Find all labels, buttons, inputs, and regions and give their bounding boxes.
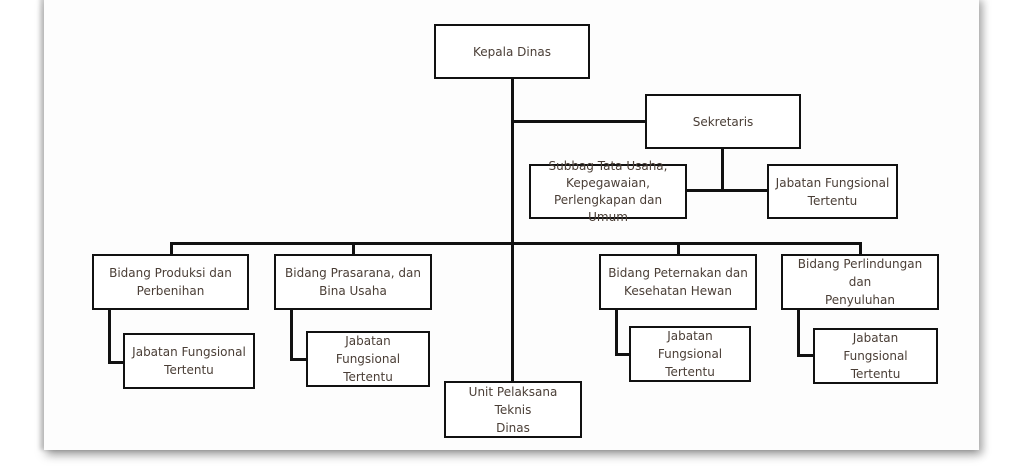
division-prasarana-box: Bidang Prasarana, dan Bina Usaha [274,254,432,310]
division-perlindungan-label: Bidang Perlindungan dan Penyuluhan [797,257,923,307]
connector-div3-up [677,242,680,256]
sekretaris-label: Sekretaris [692,114,754,129]
peternakan-jabatan-fungsional-box: Jabatan Fungsional Tertentu [629,326,751,382]
unit-pelaksana-teknis-label: Unit Pelaksana Teknis Dinas [468,384,558,435]
peternakan-jabatan-fungsional-label: Jabatan Fungsional Tertentu [657,329,723,379]
prasarana-jabatan-fungsional-label: Jabatan Fungsional Tertentu [335,334,401,384]
connector-div3-child-v [615,308,618,355]
perlindungan-jabatan-fungsional-label: Jabatan Fungsional Tertentu [843,331,908,381]
connector-div4-child-h [797,354,815,357]
subbag-tata-usaha-box: Subbag Tata Usaha, Kepegawaian, Perlengk… [529,159,687,224]
connector-div1-child-h [108,361,125,364]
kepala-dinas-box: Kepala Dinas [434,24,590,79]
connector-head-trunk [511,78,514,383]
connector-divisions-bus [170,242,862,245]
connector-div1-up [170,242,173,256]
division-prasarana-label: Bidang Prasarana, dan Bina Usaha [285,266,421,298]
connector-div3-child-h [615,353,631,356]
connector-to-secretary [511,120,647,123]
sekretaris-box: Sekretaris [645,94,801,149]
division-perlindungan-box: Bidang Perlindungan dan Penyuluhan [781,254,939,310]
connector-div2-child-h [290,358,308,361]
perlindungan-jabatan-fungsional-box: Jabatan Fungsional Tertentu [813,328,938,384]
division-produksi-box: Bidang Produksi dan Perbenihan [92,254,249,310]
connector-secretary-down [721,148,724,191]
division-peternakan-label: Bidang Peternakan dan Kesehatan Hewan [608,266,748,298]
connector-div2-up [352,242,355,256]
connector-div1-child-v [108,308,111,363]
secretary-jabatan-fungsional-box: Jabatan Fungsional Tertentu [767,164,898,219]
produksi-jabatan-fungsional-label: Jabatan Fungsional Tertentu [132,345,246,377]
division-produksi-label: Bidang Produksi dan Perbenihan [109,266,232,298]
produksi-jabatan-fungsional-box: Jabatan Fungsional Tertentu [123,333,255,389]
secretary-jabatan-fungsional-label: Jabatan Fungsional Tertentu [775,175,890,208]
kepala-dinas-label: Kepala Dinas [473,44,551,59]
division-peternakan-box: Bidang Peternakan dan Kesehatan Hewan [599,254,757,310]
connector-secretary-children [685,189,769,192]
unit-pelaksana-teknis-box: Unit Pelaksana Teknis Dinas [444,381,582,438]
connector-div4-up [859,242,862,256]
connector-div4-child-v [797,308,800,356]
subbag-tata-usaha-label: Subbag Tata Usaha, Kepegawaian, Perlengk… [548,158,668,224]
connector-div2-child-v [290,308,293,360]
prasarana-jabatan-fungsional-box: Jabatan Fungsional Tertentu [306,331,430,387]
